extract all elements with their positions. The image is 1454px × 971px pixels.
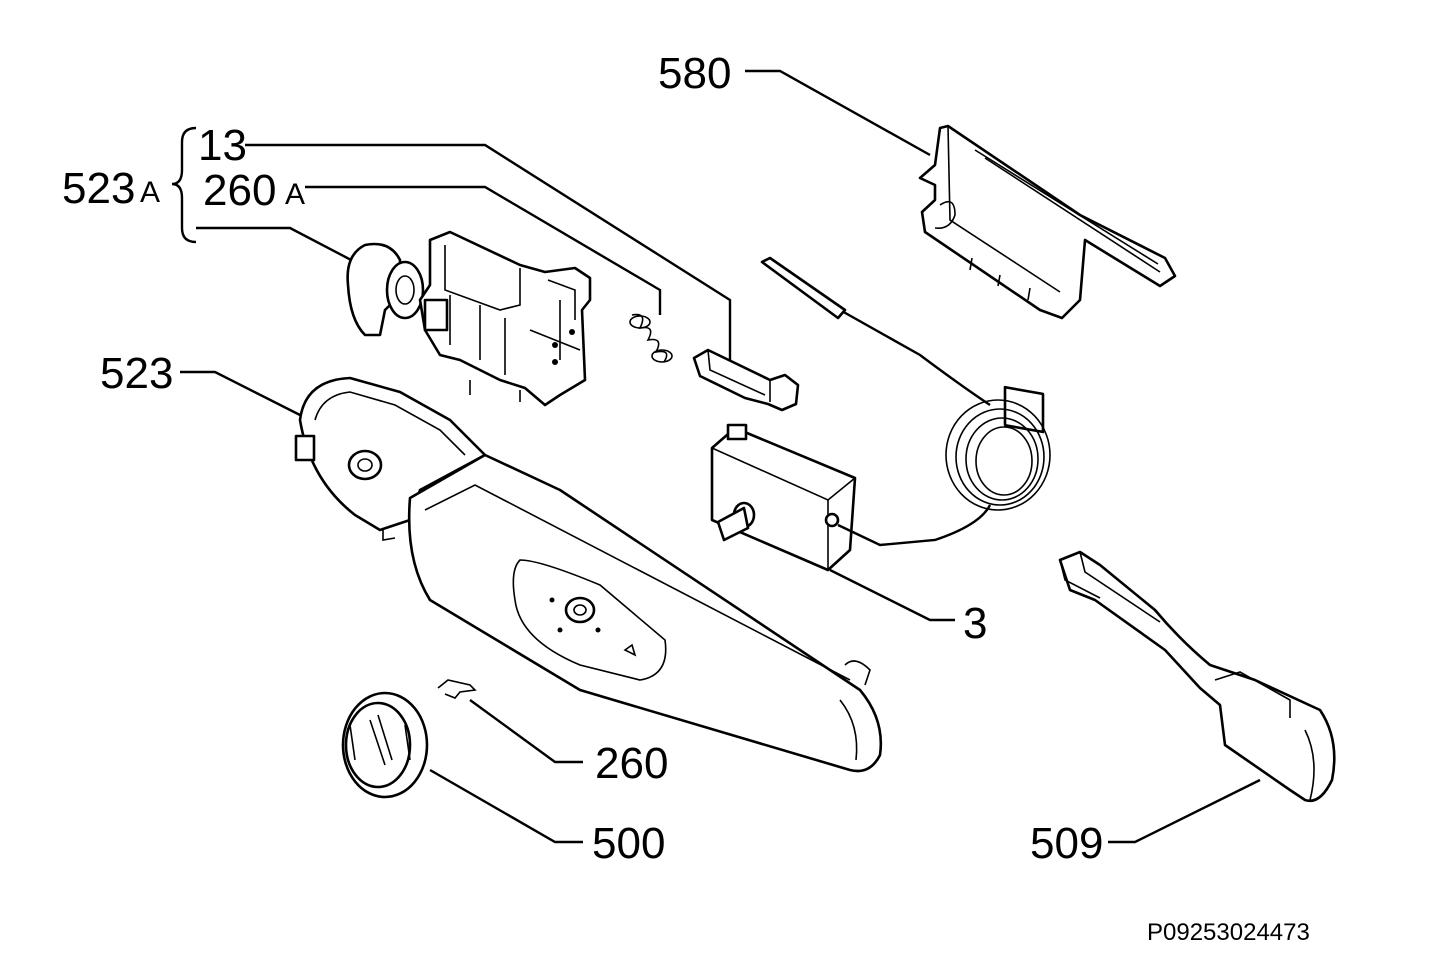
- part-13-slider: [692, 348, 800, 412]
- label-523a-suffix: A: [140, 176, 160, 209]
- group-brace: [171, 126, 197, 244]
- leader-lines: [180, 69, 1261, 844]
- part-260a-spring: [629, 313, 673, 363]
- part-580-bracket: [918, 124, 1177, 434]
- label-260a: 260: [203, 166, 276, 215]
- part-509-lever: [1058, 550, 1336, 803]
- label-260: 260: [595, 739, 668, 788]
- drawing-code: P09253024473: [1147, 919, 1310, 946]
- label-523: 523: [100, 349, 173, 398]
- part-523-handle-housing: [294, 376, 883, 773]
- label-580: 580: [658, 49, 731, 98]
- label-3: 3: [963, 599, 987, 648]
- part-3-thermostat: [710, 256, 1051, 572]
- label-13: 13: [198, 121, 247, 170]
- label-509: 509: [1030, 819, 1103, 868]
- part-500-knob: [341, 691, 429, 799]
- label-523a: 523: [62, 164, 135, 213]
- part-260-clip: [437, 679, 477, 699]
- label-260a-suffix: A: [285, 178, 305, 211]
- label-500: 500: [592, 819, 665, 868]
- part-523a-switch-assembly: [346, 230, 592, 407]
